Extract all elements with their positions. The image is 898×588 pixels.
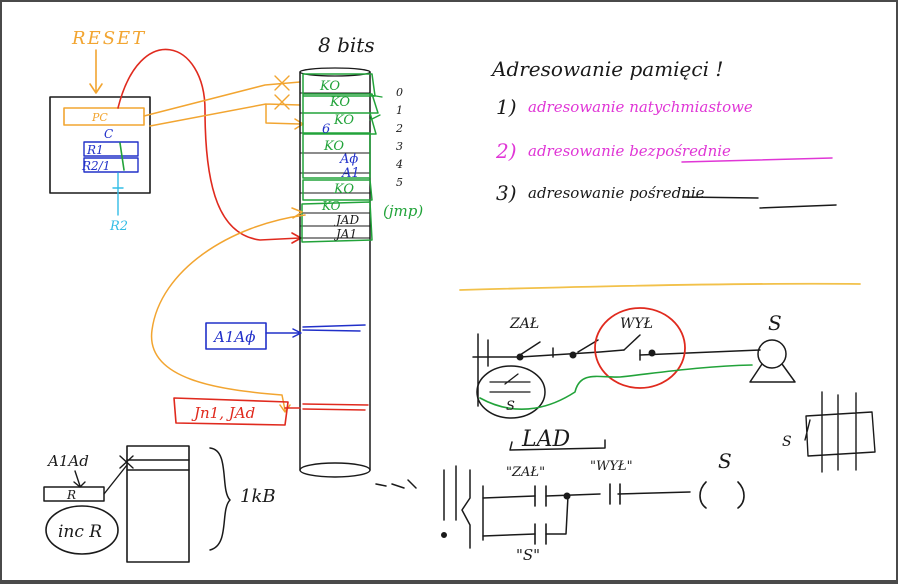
r1-label: R1: [86, 143, 104, 157]
inc-label: inc R: [58, 522, 102, 542]
address-5: 5: [396, 176, 403, 189]
r-reg-link: [119, 142, 125, 171]
memory-cell-1: KO: [329, 95, 350, 110]
section-divider: [459, 282, 861, 291]
memory-cell-8: KO: [321, 199, 341, 213]
addressing-num-1: 1): [496, 95, 517, 119]
memory-cell-9: JAD: [333, 213, 359, 227]
c-label: C: [104, 127, 113, 141]
mem-brace: [209, 447, 231, 551]
r2-1-label: R2/1: [81, 159, 110, 173]
memory-cell-6: A1: [341, 166, 360, 181]
memory-cell-0: KO: [319, 79, 340, 94]
hold-wire: [479, 364, 753, 410]
jump-arc: [150, 214, 306, 411]
r2-label: R2: [109, 219, 128, 234]
operand-box-label: A1Aϕ: [212, 328, 255, 346]
address-0: 0: [396, 86, 403, 99]
load-label: S: [768, 311, 782, 335]
lad-title: LAD: [521, 427, 570, 452]
memory-cell-4: KO: [323, 139, 344, 154]
circuit-wire: [472, 333, 761, 407]
memory-cell-7: KO: [333, 182, 354, 197]
memory-width-label: 8 bits: [318, 33, 375, 57]
addressing-num-2: 2): [495, 139, 517, 163]
contact-table: [804, 391, 876, 473]
counter-addr-label: A1Ad: [46, 452, 89, 470]
table-label: S: [782, 434, 792, 450]
cpu-box: [49, 96, 151, 194]
r2-output: [112, 172, 124, 216]
instr-box-label: Jn1, JAd: [191, 404, 255, 422]
jmp-label: (jmp): [383, 202, 423, 220]
lad-contact-2: "WYŁ": [590, 459, 633, 474]
lad-contact-1: "ZAŁ": [506, 465, 545, 480]
instr-box: [173, 397, 289, 426]
lad-rung: [482, 491, 691, 537]
inc-circle: [45, 505, 119, 555]
address-3: 3: [396, 140, 403, 153]
mem-size-label: 1kB: [240, 486, 276, 507]
addressing-num-3: 3): [496, 181, 517, 205]
memory-cell-5: Aϕ: [339, 152, 358, 167]
memory-cell-2: KO: [333, 113, 354, 128]
memory-cell-10: JA1: [333, 227, 357, 241]
switch2-label: WYŁ: [620, 316, 653, 332]
reset-arrow: [89, 49, 103, 94]
switch-S-label: S: [506, 399, 515, 414]
mem-block: [126, 445, 190, 563]
address-2: 2: [395, 122, 403, 135]
addressing-item-2: adresowanie bezpośrednie: [528, 142, 731, 160]
pc-label: PC: [91, 111, 108, 124]
reset-label: RESET: [71, 28, 146, 49]
lad-coil: [699, 481, 745, 509]
lad-contact-3: "S": [516, 546, 540, 564]
address-1: 1: [396, 104, 403, 117]
addressing-item-1: adresowanie natychmiastowe: [528, 98, 753, 116]
addressing-title: Adresowanie pamięci !: [490, 57, 723, 81]
reset-arc: [117, 48, 301, 241]
switch1-label: ZAŁ: [509, 316, 539, 332]
r2-register: [83, 157, 139, 173]
switch-circle-S: [476, 365, 546, 419]
counter-reg-label: R: [66, 488, 76, 502]
memory-cell-3: 6: [322, 122, 330, 137]
lad-title-box: [509, 439, 606, 451]
address-4: 4: [395, 158, 403, 171]
r1-register: [83, 141, 139, 157]
lad-coil-label: S: [718, 449, 732, 473]
addressing-item-3: adresowanie pośrednie: [528, 184, 705, 202]
lad-rails: [455, 465, 484, 549]
operand-box: [205, 322, 267, 350]
lamp: [757, 339, 787, 369]
wyl-circle: [594, 307, 686, 389]
